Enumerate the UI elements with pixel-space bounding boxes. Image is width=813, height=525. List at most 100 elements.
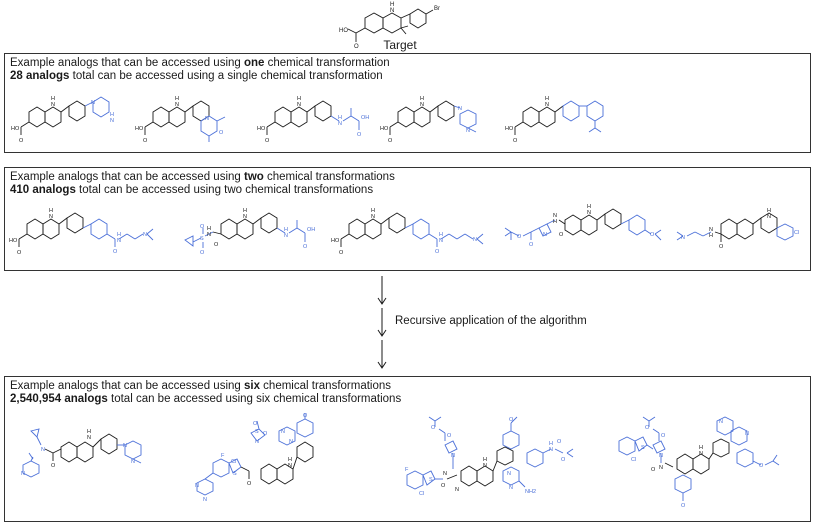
analog-count: 2,540,954 analogs bbox=[10, 393, 108, 405]
analog-count: 28 analogs bbox=[10, 70, 70, 82]
atom-label: H bbox=[709, 233, 713, 239]
atom-label: N bbox=[143, 232, 147, 238]
atom-label: HO bbox=[9, 238, 18, 244]
atom-label: Cl bbox=[794, 230, 799, 236]
atom-label: N bbox=[543, 232, 547, 238]
recursion-label: Recursive application of the algorithm bbox=[395, 315, 587, 327]
atom-label: N bbox=[195, 483, 199, 489]
atom-label: O bbox=[650, 232, 655, 238]
panel-count: 410 analogs total can be accessed using … bbox=[10, 184, 373, 196]
atom-label: O bbox=[357, 132, 362, 138]
atom-label: O bbox=[19, 138, 24, 144]
atom-label: N bbox=[509, 485, 513, 491]
atom-label: H bbox=[545, 96, 549, 102]
atom-label: N bbox=[443, 471, 447, 477]
atom-label: H bbox=[117, 232, 121, 238]
atom-label: Cl bbox=[419, 491, 424, 497]
down-arrow-icon bbox=[377, 276, 387, 305]
heading-keyword: two bbox=[243, 171, 264, 183]
atom-label: N bbox=[455, 487, 459, 493]
atom-label: O bbox=[651, 467, 656, 473]
atom-label: N bbox=[545, 102, 549, 108]
panel-heading: Example analogs that can be accessed usi… bbox=[10, 57, 390, 69]
atom-label: H bbox=[284, 227, 288, 233]
atom-label: N bbox=[123, 443, 127, 449]
atom-label: O bbox=[303, 244, 308, 250]
heading-text: chemical transformations bbox=[259, 380, 392, 392]
atom-label: N bbox=[767, 214, 771, 220]
panel-heading: Example analogs that can be accessed usi… bbox=[10, 171, 395, 183]
heading-text: chemical transformation bbox=[264, 57, 390, 69]
target-molecule: HO O H N Br bbox=[339, 2, 440, 50]
count-text: total can be accessed using two chemical… bbox=[75, 184, 374, 196]
atom-label: O bbox=[557, 439, 562, 445]
atom-label: Cl bbox=[231, 459, 236, 465]
atom-label: N bbox=[203, 497, 207, 503]
panel-one-transformation: Example analogs that can be accessed usi… bbox=[4, 53, 811, 153]
atom-label: O bbox=[513, 138, 518, 144]
atom-label: HO bbox=[505, 126, 514, 132]
atom-label: N bbox=[297, 102, 301, 108]
atom-label: N bbox=[466, 128, 470, 134]
atom-label: N bbox=[289, 439, 293, 445]
analog-molecule: HO O H N H N OH O bbox=[257, 96, 369, 144]
atom-label: O bbox=[431, 425, 436, 431]
atom-label: O bbox=[263, 431, 268, 437]
atom-label: N bbox=[507, 471, 511, 477]
target-label: Target bbox=[383, 38, 417, 52]
atom-label: N bbox=[483, 463, 487, 469]
atom-label: H bbox=[49, 208, 53, 214]
atom-label: N bbox=[288, 463, 292, 469]
atom-label: S bbox=[641, 445, 645, 451]
analog-molecule: HO O H N N H N O bbox=[331, 208, 484, 256]
atom-label: N bbox=[458, 106, 462, 112]
down-arrow-icon bbox=[377, 308, 387, 337]
heading-text: Example analogs that can be accessed usi… bbox=[10, 57, 244, 69]
atom-label: O bbox=[517, 234, 522, 240]
atom-label: H bbox=[439, 232, 443, 238]
atom-label: N bbox=[390, 8, 394, 14]
atom-label: O bbox=[447, 433, 452, 439]
analog-molecule: N N O H N N N bbox=[21, 428, 142, 478]
analog-count: 410 analogs bbox=[10, 184, 76, 196]
atom-label: H bbox=[483, 457, 487, 463]
atom-label: N bbox=[281, 429, 285, 435]
atom-label: H bbox=[699, 445, 703, 451]
analog-molecule: N N H O H N Cl bbox=[676, 208, 799, 250]
atom-label: F bbox=[405, 467, 409, 473]
count-text: total can be accessed using six chemical… bbox=[107, 393, 402, 405]
atom-label: H bbox=[371, 208, 375, 214]
atom-label: O bbox=[719, 244, 724, 250]
atom-label: H bbox=[87, 429, 91, 435]
analog-molecule: O O N N H O H N O bbox=[504, 204, 662, 248]
atom-label: H bbox=[587, 204, 591, 210]
atom-label: H bbox=[549, 441, 553, 447]
heading-text: Example analogs that can be accessed usi… bbox=[10, 380, 244, 392]
atom-label: N bbox=[91, 100, 95, 106]
atom-label: O bbox=[529, 242, 534, 248]
atom-label: O bbox=[265, 138, 270, 144]
analog-molecule: HO O H N N N bbox=[380, 96, 477, 144]
atom-label: H bbox=[338, 115, 342, 121]
atom-label: S bbox=[429, 477, 433, 483]
panel-two-transformations: Example analogs that can be accessed usi… bbox=[4, 167, 811, 271]
atom-label: Br bbox=[434, 6, 440, 12]
atom-label: O bbox=[200, 224, 205, 230]
heading-keyword: six bbox=[243, 380, 260, 392]
atom-label: O bbox=[435, 249, 440, 255]
atom-label: N bbox=[719, 419, 723, 425]
atom-label: HO bbox=[135, 126, 144, 132]
atom-label: N bbox=[110, 118, 114, 124]
atom-label: O bbox=[559, 232, 564, 238]
atom-label: O bbox=[113, 249, 118, 255]
analog-molecule: S O O H N O H N H N OH O bbox=[184, 208, 315, 256]
atom-label: O bbox=[143, 138, 148, 144]
atom-label: N bbox=[420, 102, 424, 108]
atom-label: O bbox=[509, 417, 514, 423]
atom-label: O bbox=[354, 44, 359, 50]
atom-label: H bbox=[110, 112, 114, 118]
analog-molecule: O O N Cl S N O H N N N O O bbox=[618, 416, 780, 509]
atom-label: N bbox=[131, 459, 135, 465]
atom-label: O bbox=[200, 250, 205, 256]
atom-label: N bbox=[659, 453, 663, 459]
